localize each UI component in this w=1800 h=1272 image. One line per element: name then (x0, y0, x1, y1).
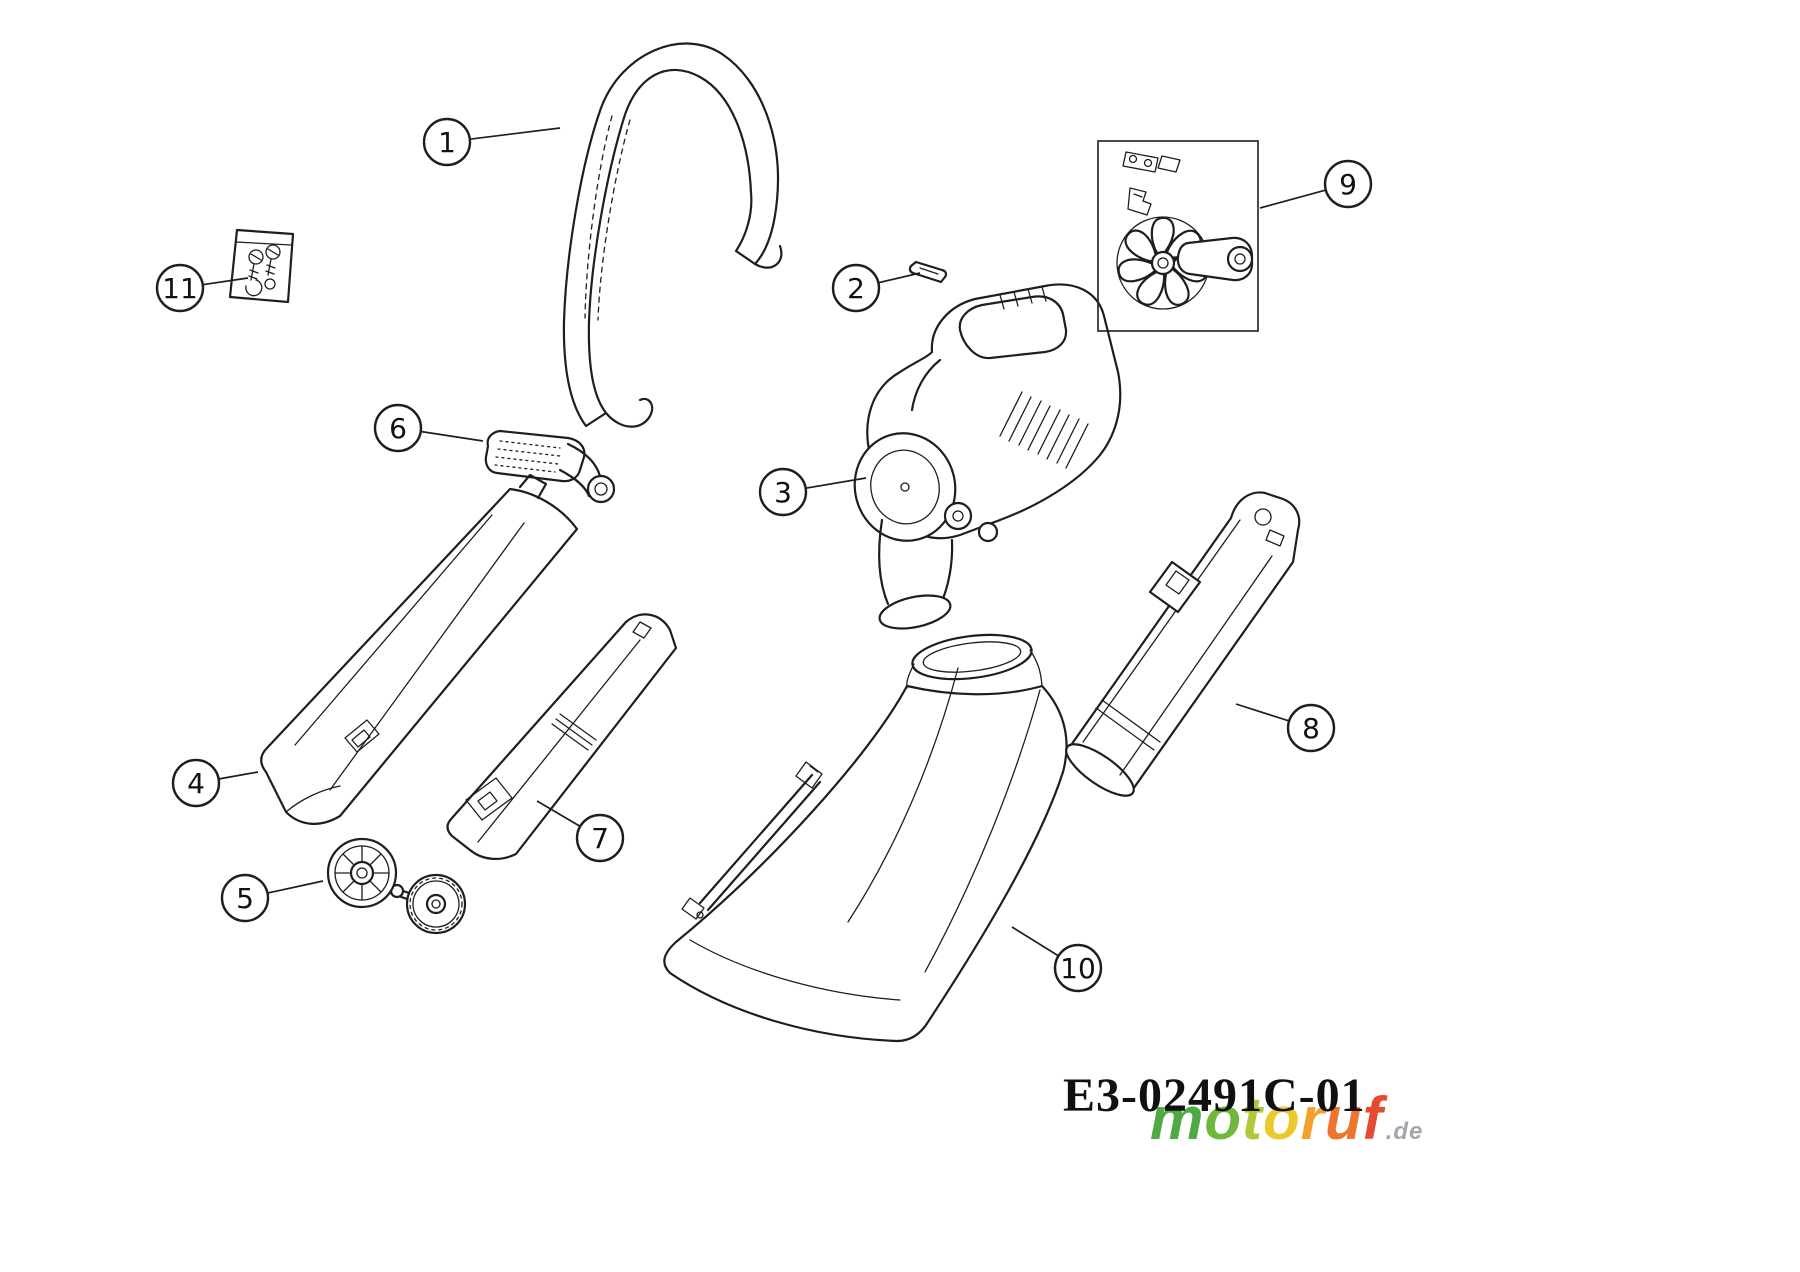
callout-circle-10 (1053, 943, 1103, 993)
watermark-letter: f (1362, 1085, 1384, 1152)
part-motor-housing (853, 283, 1122, 630)
callout-label-10: 10 (1060, 952, 1096, 985)
callout-label-5: 5 (236, 882, 254, 915)
callouts: 1 2 3 4 5 6 7 8 9 10 11 (155, 117, 1373, 993)
callout-leader-10 (1011, 926, 1059, 957)
watermark-suffix: .de (1385, 1118, 1424, 1145)
watermark-letter: m (1150, 1085, 1205, 1152)
part-blower-tube (1065, 491, 1301, 797)
part-handle (484, 429, 616, 504)
part-collection-bag (663, 633, 1068, 1043)
part-hardware-kit (228, 228, 295, 304)
watermark: motoruf.de (1150, 1084, 1423, 1153)
callout-label-3: 3 (774, 476, 792, 509)
part-clip (908, 260, 948, 284)
callout-label-1: 1 (438, 126, 456, 159)
impeller-box-frame (1097, 140, 1259, 332)
callout-leader-9 (1259, 189, 1327, 209)
callout-circle-3 (758, 467, 808, 517)
watermark-letter: t (1242, 1085, 1263, 1152)
callout-circle-11 (155, 263, 205, 313)
callout-circle-2 (831, 263, 881, 313)
callout-label-8: 8 (1302, 712, 1320, 745)
callout-label-4: 4 (187, 767, 205, 800)
callout-label-11: 11 (162, 272, 198, 305)
callout-leader-8 (1235, 703, 1290, 722)
part-lower-tube (260, 473, 579, 825)
callout-circle-6 (373, 403, 423, 453)
part-shoulder-strap (562, 42, 783, 428)
callout-leader-11 (202, 277, 249, 286)
callout-leader-6 (420, 430, 484, 442)
part-impeller-assembly (1097, 140, 1259, 332)
part-wheels (326, 837, 467, 935)
callout-leader-2 (878, 272, 921, 284)
callout-leader-7 (536, 800, 581, 828)
part-upper-tube (446, 613, 678, 860)
watermark-letter: r (1300, 1085, 1326, 1152)
callout-circle-4 (171, 758, 221, 808)
callout-leader-5 (267, 880, 324, 894)
watermark-letter: o (1263, 1085, 1301, 1152)
callout-leader-4 (218, 771, 259, 780)
watermark-letter: o (1204, 1085, 1243, 1152)
callout-label-2: 2 (847, 272, 865, 305)
watermark-letter: u (1325, 1085, 1363, 1152)
callout-circle-8 (1286, 703, 1336, 753)
callout-circle-9 (1323, 159, 1373, 209)
part-code: E3-02491C-01 (1063, 1069, 1366, 1122)
callout-circle-5 (220, 873, 270, 923)
callout-label-7: 7 (591, 822, 609, 855)
watermark-text: motoruf.de (1150, 1085, 1423, 1152)
callout-leader-1 (469, 127, 561, 141)
callout-label-6: 6 (389, 412, 407, 445)
callout-circle-1 (422, 117, 472, 167)
callout-circle-7 (575, 813, 625, 863)
callout-leader-3 (805, 477, 867, 490)
callout-label-9: 9 (1339, 168, 1357, 201)
